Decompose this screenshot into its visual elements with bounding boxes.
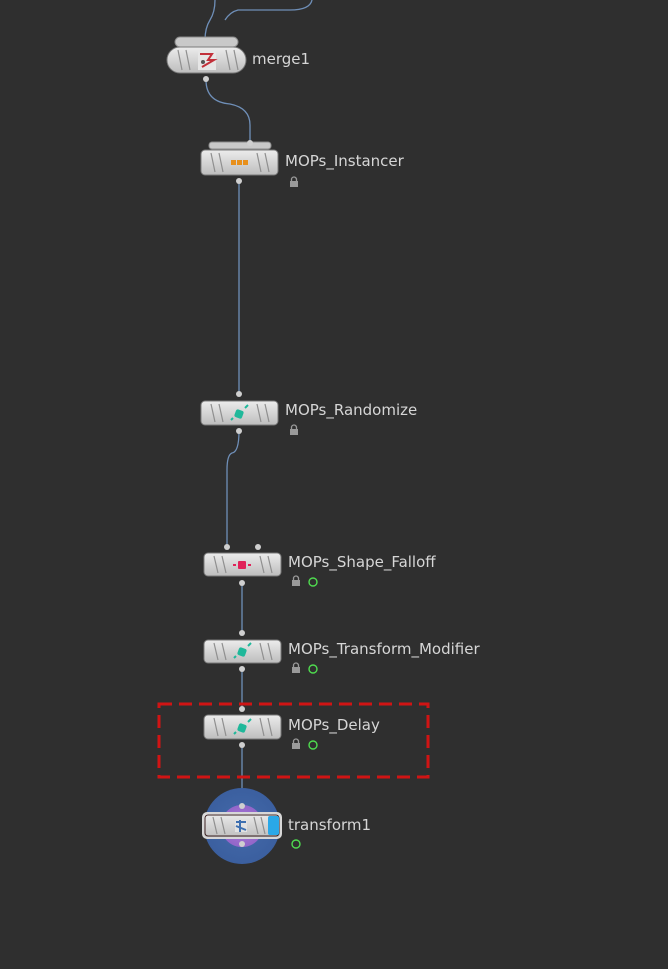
node-mops-shape-falloff[interactable]	[203, 544, 282, 586]
delay-input[interactable]	[239, 706, 245, 712]
node-label-mops-shape-falloff[interactable]: MOPs_Shape_Falloff	[288, 553, 436, 571]
highlight-box	[157, 702, 430, 779]
display-flag-icon	[308, 577, 318, 587]
node-mops-delay[interactable]	[203, 706, 282, 748]
merge-top-bar	[174, 36, 239, 48]
node-label-mops-instancer[interactable]: MOPs_Instancer	[285, 152, 404, 170]
randomize-output[interactable]	[236, 428, 242, 434]
display-flag-icon	[291, 839, 301, 849]
wire-in-top-b	[224, 0, 313, 21]
lock-icon	[292, 575, 300, 586]
transform-output[interactable]	[239, 841, 245, 847]
modifier-output[interactable]	[239, 666, 245, 672]
delay-output[interactable]	[239, 742, 245, 748]
instancer-top-bar	[208, 141, 272, 150]
node-mops-instancer[interactable]	[200, 140, 279, 184]
node-flags	[290, 176, 318, 849]
transform-icon	[235, 820, 247, 832]
wire-randomize-falloff	[226, 430, 240, 547]
node-transform1[interactable]	[202, 788, 282, 864]
display-flag-icon	[308, 740, 318, 750]
wires	[204, 0, 313, 806]
modifier-input[interactable]	[239, 630, 245, 636]
wire-merge-instancer	[205, 79, 251, 143]
lock-icon	[290, 424, 298, 435]
node-label-mops-randomize[interactable]: MOPs_Randomize	[285, 401, 418, 419]
merge-output[interactable]	[203, 76, 209, 82]
mops-modifier-icon	[230, 404, 249, 421]
wire-in-top-a	[204, 0, 216, 41]
falloff-output[interactable]	[239, 580, 245, 586]
lock-icon	[290, 176, 298, 187]
instancer-icon	[231, 160, 248, 165]
node-label-mops-delay[interactable]: MOPs_Delay	[288, 716, 380, 734]
falloff-icon	[233, 561, 251, 569]
node-mops-transform-modifier[interactable]	[203, 630, 282, 672]
instancer-output[interactable]	[236, 178, 242, 184]
lock-icon	[292, 662, 300, 673]
transform-input[interactable]	[239, 803, 245, 809]
falloff-input-1[interactable]	[224, 544, 230, 550]
node-mops-randomize[interactable]	[200, 391, 279, 434]
instancer-input[interactable]	[247, 140, 253, 146]
lock-icon	[292, 738, 300, 749]
node-label-merge1[interactable]: merge1	[252, 50, 311, 68]
render-flag-bar[interactable]	[268, 816, 279, 835]
display-flag-icon	[308, 664, 318, 674]
randomize-input[interactable]	[236, 391, 242, 397]
mops-modifier-icon	[233, 642, 252, 659]
merge-icon	[198, 50, 218, 70]
node-merge1[interactable]	[166, 36, 247, 82]
mops-modifier-icon	[233, 718, 252, 735]
node-label-mops-transform-modifier[interactable]: MOPs_Transform_Modifier	[288, 640, 480, 658]
node-label-transform1[interactable]: transform1	[288, 816, 372, 834]
falloff-input-2[interactable]	[255, 544, 261, 550]
